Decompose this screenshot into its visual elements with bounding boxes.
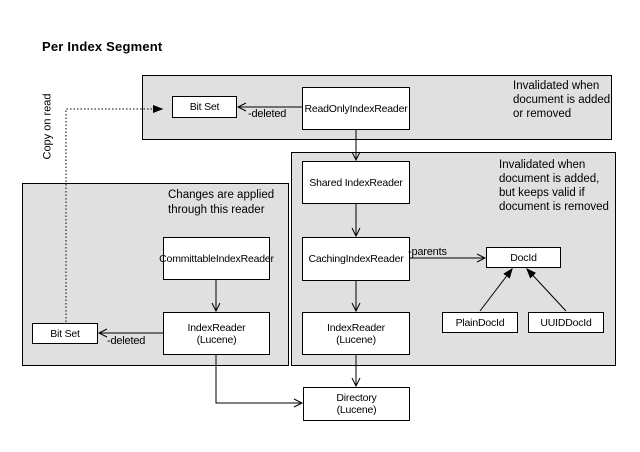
- note-right-invalidated: Invalidated when document is added, but …: [499, 159, 609, 213]
- edge-label-parents: -parents: [408, 246, 447, 258]
- node-directory: Directory (Lucene): [303, 387, 410, 421]
- edge-label-deleted-left: -deleted: [107, 335, 146, 347]
- node-docid: DocId: [486, 247, 561, 268]
- node-bitset-top: Bit Set: [172, 96, 237, 118]
- node-caching-index-reader: CachingIndexReader: [302, 237, 410, 281]
- node-index-reader-left: IndexReader (Lucene): [163, 312, 270, 355]
- node-uuid-docid: UUIDDocId: [528, 312, 604, 333]
- copy-on-read-label: Copy on read: [41, 93, 54, 160]
- note-left-changes: Changes are applied through this reader: [168, 189, 275, 216]
- edge-label-deleted-top: -deleted: [248, 108, 287, 120]
- node-readonly-index-reader: ReadOnlyIndexReader: [302, 87, 410, 130]
- node-bitset-left: Bit Set: [32, 323, 98, 344]
- node-shared-index-reader: Shared IndexReader: [302, 161, 410, 204]
- page-title: Per Index Segment: [42, 39, 163, 54]
- node-plain-docid: PlainDocId: [442, 312, 518, 333]
- node-committable-index-reader: CommittableIndexReader: [159, 237, 274, 280]
- node-index-reader-right: IndexReader (Lucene): [302, 312, 410, 355]
- note-top-invalidated: Invalidated when document is added or re…: [513, 80, 611, 120]
